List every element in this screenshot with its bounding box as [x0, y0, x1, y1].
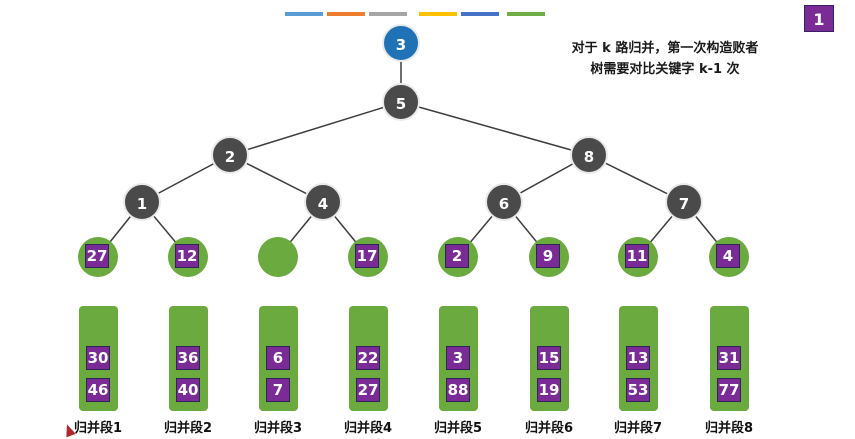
leaf-node-7: 11 — [618, 237, 658, 277]
merge-run-7: 13 53 — [619, 306, 658, 411]
merge-run-6: 15 19 — [530, 306, 569, 411]
loser-node-4: 7 — [665, 183, 703, 221]
leaf-node-6: 9 — [529, 237, 569, 277]
edge — [229, 101, 402, 156]
leaf-key: 17 — [355, 244, 379, 268]
run-key: 22 — [356, 346, 380, 370]
leaf-node-3 — [258, 237, 298, 277]
leaf-key: 9 — [536, 244, 560, 268]
loser-node-left: 2 — [211, 136, 249, 174]
run-key: 13 — [626, 346, 650, 370]
loser-node-top: 5 — [382, 83, 420, 121]
merge-run-8: 31 77 — [710, 306, 749, 411]
merge-run-4: 22 27 — [349, 306, 388, 411]
winner-node: 3 — [382, 24, 420, 62]
color-bar-segment — [327, 12, 365, 16]
run-key: 19 — [537, 378, 561, 402]
annotation-line-1: 对于 k 路归并，第一次构造败者 — [571, 41, 759, 56]
merge-run-label-1: 归并段1 — [73, 421, 123, 436]
leaf-key: 4 — [716, 244, 740, 268]
loser-node-1: 1 — [123, 183, 161, 221]
merge-run-label-2: 归并段2 — [163, 421, 213, 436]
leaf-node-1: 27 — [78, 237, 118, 277]
slide-number-badge: 1 — [804, 5, 834, 32]
color-bar-segment — [507, 12, 545, 16]
leaf-key: 2 — [445, 244, 469, 268]
leaf-key: 11 — [625, 244, 649, 268]
merge-run-label-6: 归并段6 — [524, 421, 574, 436]
run-key: 53 — [626, 378, 650, 402]
run-key: 46 — [86, 378, 110, 402]
run-key: 15 — [537, 346, 561, 370]
edge — [400, 101, 590, 156]
run-key: 30 — [86, 346, 110, 370]
merge-run-5: 3 88 — [439, 306, 478, 411]
merge-run-2: 36 40 — [169, 306, 208, 411]
leaf-key: 27 — [85, 244, 109, 268]
loser-node-3: 6 — [485, 183, 523, 221]
merge-run-3: 6 7 — [259, 306, 298, 411]
merge-run-label-4: 归并段4 — [343, 421, 393, 436]
run-key: 27 — [356, 378, 380, 402]
color-bar-segment — [369, 12, 407, 16]
leaf-node-4: 17 — [348, 237, 388, 277]
merge-run-label-7: 归并段7 — [613, 421, 663, 436]
merge-run-label-3: 归并段3 — [253, 421, 303, 436]
run-key: 7 — [266, 378, 290, 402]
leaf-node-2: 12 — [168, 237, 208, 277]
loser-node-right: 8 — [570, 136, 608, 174]
merge-run-label-5: 归并段5 — [433, 421, 483, 436]
color-bar-segment — [285, 12, 323, 16]
run-key: 31 — [717, 346, 741, 370]
merge-run-label-8: 归并段8 — [704, 421, 754, 436]
annotation-text: 对于 k 路归并，第一次构造败者 树需要对比关键字 k-1 次 — [526, 38, 804, 80]
merge-run-1: 30 46 — [79, 306, 118, 411]
annotation-line-2: 树需要对比关键字 k-1 次 — [590, 62, 740, 77]
run-key: 3 — [446, 346, 470, 370]
leaf-node-8: 4 — [709, 237, 749, 277]
loser-node-2: 4 — [304, 183, 342, 221]
run-key: 40 — [176, 378, 200, 402]
run-key: 6 — [266, 346, 290, 370]
leaf-key: 12 — [175, 244, 199, 268]
leaf-node-5: 2 — [438, 237, 478, 277]
color-bar-segment — [419, 12, 457, 16]
run-key: 77 — [717, 378, 741, 402]
color-bar-segment — [461, 12, 499, 16]
run-key: 88 — [446, 378, 470, 402]
run-key: 36 — [176, 346, 200, 370]
